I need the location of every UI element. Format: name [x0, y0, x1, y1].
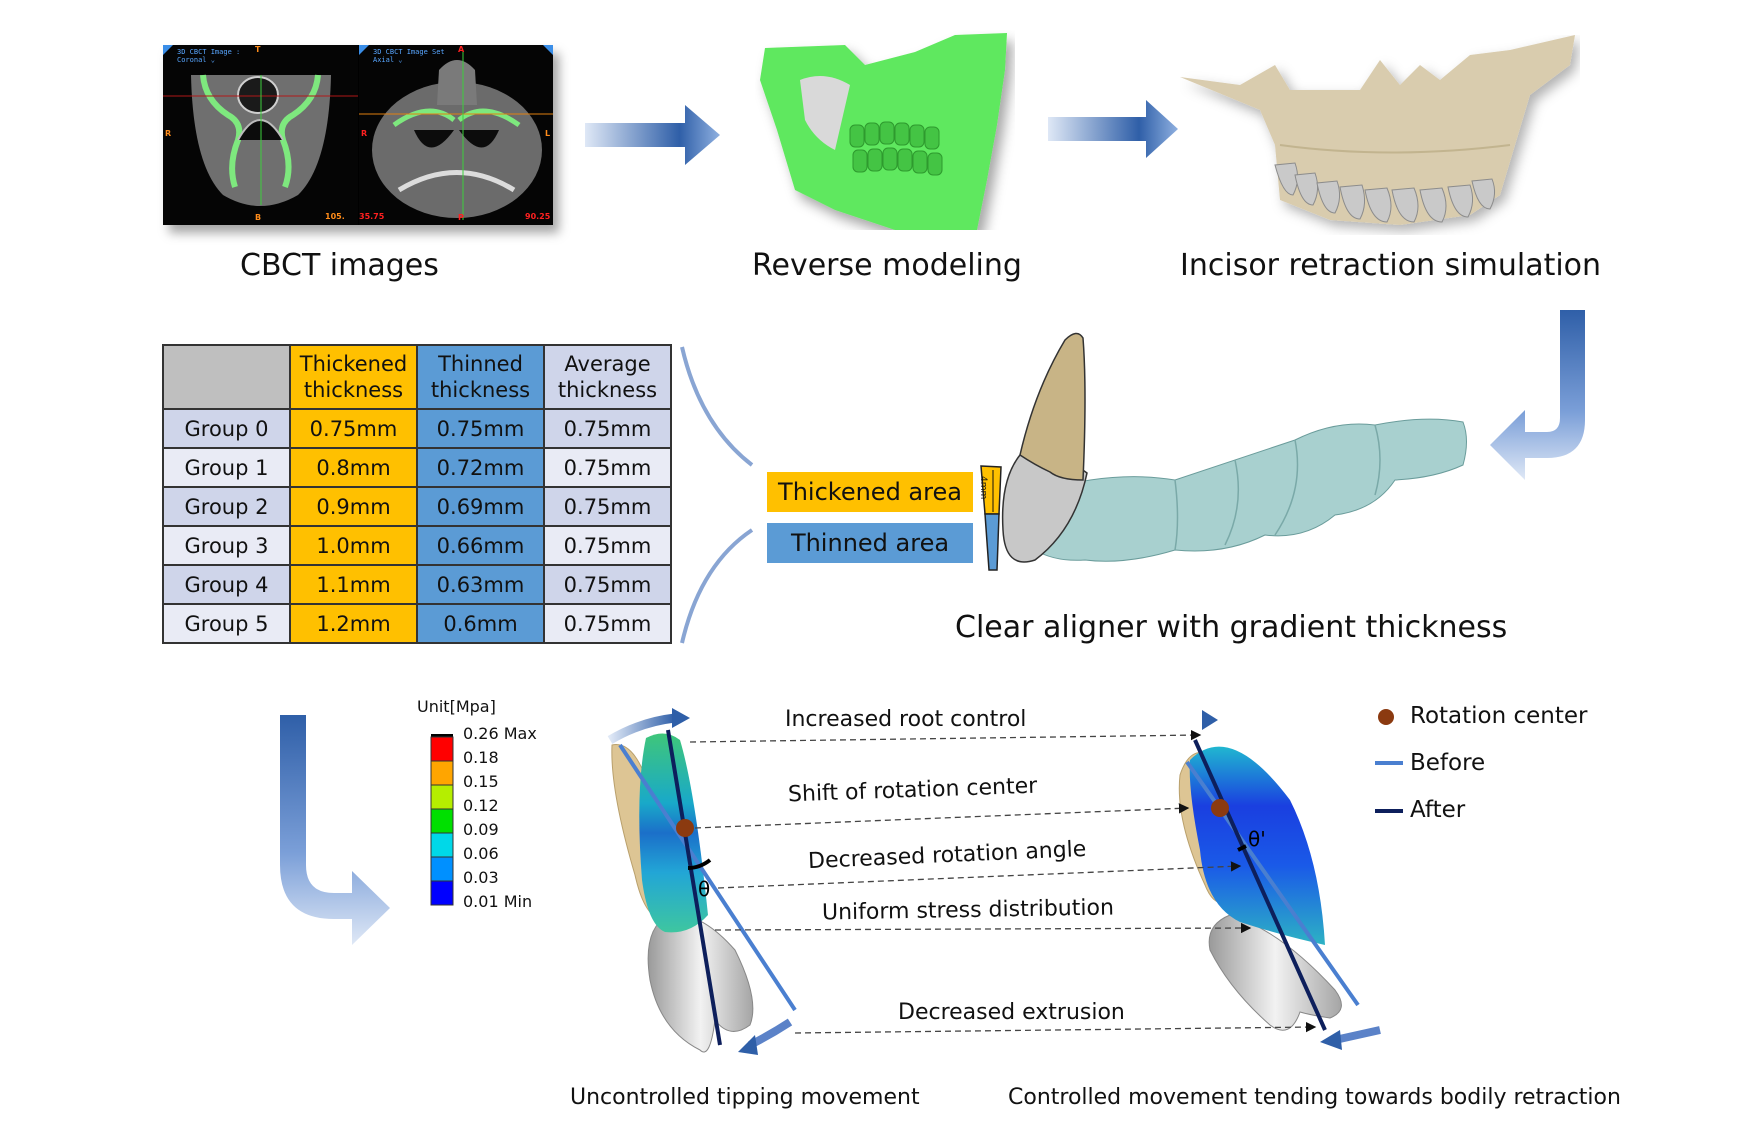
- table-row: Group 2 0.9mm 0.69mm 0.75mm: [162, 486, 672, 527]
- stress-color-segment: [430, 880, 454, 906]
- table-cell: 0.69mm: [416, 486, 545, 527]
- reverse-model-jaw-image: [760, 33, 1007, 230]
- table-cell: Group 0: [162, 408, 291, 449]
- stress-color-segment: [430, 784, 454, 810]
- table-cell: 0.6mm: [416, 603, 545, 644]
- incisor-simulation-caption: Incisor retraction simulation: [1180, 248, 1602, 283]
- table-row: Group 4 1.1mm 0.63mm 0.75mm: [162, 564, 672, 605]
- table-cell: 0.66mm: [416, 525, 545, 566]
- cbct-marker: L: [545, 129, 551, 138]
- table-cell: 0.72mm: [416, 447, 545, 488]
- table-cell: 0.75mm: [289, 408, 418, 449]
- table-cell: 0.75mm: [543, 525, 672, 566]
- stress-level-label: 0.09: [463, 820, 499, 839]
- table-cell: 0.75mm: [543, 564, 672, 605]
- annotation-extrusion: Decreased extrusion: [898, 1000, 1125, 1025]
- table-cell: 0.75mm: [543, 408, 672, 449]
- cbct-right-view[interactable]: Axial: [373, 56, 395, 64]
- table-cell: Group 2: [162, 486, 291, 527]
- table-cell: 0.9mm: [289, 486, 418, 527]
- cbct-marker: T: [255, 45, 261, 54]
- right-tooth-model: [1178, 710, 1381, 1050]
- maxilla-model-image: [1180, 35, 1575, 225]
- table-cell: 1.2mm: [289, 603, 418, 644]
- table-row: Group 0 0.75mm 0.75mm 0.75mm: [162, 408, 672, 449]
- stress-color-segment: [430, 808, 454, 834]
- arrow-right-icon: [1048, 100, 1178, 158]
- cbct-marker: A: [458, 45, 465, 54]
- arrow-right-icon: [585, 105, 720, 165]
- stress-color-segment: [430, 832, 454, 858]
- table-row: Group 1 0.8mm 0.72mm 0.75mm: [162, 447, 672, 488]
- cbct-left-view[interactable]: Coronal: [177, 56, 207, 64]
- arrow-down-right-icon: [280, 715, 390, 945]
- stress-level-label: 0.03: [463, 868, 499, 887]
- stress-level-label: 0.01 Min: [463, 892, 533, 911]
- annotation-root-control: Increased root control: [785, 707, 1027, 732]
- stress-level-label: 0.06: [463, 844, 499, 863]
- table-row: Group 3 1.0mm 0.66mm 0.75mm: [162, 525, 672, 566]
- stress-unit-label: Unit[Mpa]: [417, 697, 496, 716]
- cbct-readout: 90.25: [525, 212, 551, 221]
- stress-color-segment: [430, 736, 454, 762]
- bracket-connector: [680, 346, 754, 644]
- table-cell: 0.75mm: [416, 408, 545, 449]
- table-row: Group 5 1.2mm 0.6mm 0.75mm: [162, 603, 672, 644]
- table-cell: Group 1: [162, 447, 291, 488]
- cbct-caption: CBCT images: [240, 248, 439, 283]
- stress-color-bar: [430, 734, 454, 906]
- left-tooth-model: [607, 708, 797, 1055]
- rotation-center-dot-icon: [1378, 709, 1394, 725]
- cbct-image-panel: 3D CBCT Image :Coronal ⌄ T B R 105. 3D C…: [163, 45, 553, 225]
- thickened-area-badge: Thickened area: [767, 472, 973, 512]
- angle-theta-label: θ: [698, 877, 710, 901]
- stress-level-label: 0.12: [463, 796, 499, 815]
- table-cell: 1.1mm: [289, 564, 418, 605]
- cbct-left-title: 3D CBCT Image :: [177, 48, 241, 56]
- cbct-right-title: 3D CBCT Image Set: [373, 48, 445, 56]
- stress-level-label: 0.15: [463, 772, 499, 791]
- cbct-marker: P: [458, 213, 464, 222]
- table-cell: Group 4: [162, 564, 291, 605]
- legend-after: After: [1410, 797, 1466, 823]
- tooth-comparison-diagram: θ θ': [607, 708, 1381, 1055]
- annotation-stress-distribution: Uniform stress distribution: [821, 895, 1115, 926]
- stress-color-segment: [430, 856, 454, 882]
- stress-color-segment: [430, 760, 454, 786]
- cbct-marker: R: [361, 129, 368, 138]
- cbct-readout: 35.75: [359, 212, 385, 221]
- cbct-readout: 105.: [325, 212, 345, 221]
- thinned-area-badge: Thinned area: [767, 523, 973, 563]
- dimension-label: 4mm: [978, 476, 988, 500]
- arrow-down-left-icon: [1490, 310, 1585, 480]
- legend-before: Before: [1410, 750, 1486, 776]
- cbct-marker: R: [165, 129, 172, 138]
- angle-theta-prime-label: θ': [1248, 827, 1266, 851]
- table-cell: Group 3: [162, 525, 291, 566]
- stress-level-label: 0.18: [463, 748, 499, 767]
- table-cell: 0.75mm: [543, 447, 672, 488]
- table-cell: 0.75mm: [543, 486, 672, 527]
- aligner-model-image: [980, 332, 1467, 571]
- table-cell: 0.75mm: [543, 603, 672, 644]
- left-caption: Uncontrolled tipping movement: [570, 1085, 920, 1110]
- table-cell: 0.8mm: [289, 447, 418, 488]
- table-cell: Group 5: [162, 603, 291, 644]
- table-cell: 1.0mm: [289, 525, 418, 566]
- right-caption: Controlled movement tending towards bodi…: [1008, 1085, 1621, 1110]
- stress-level-label: 0.26 Max: [463, 724, 537, 743]
- table-header-cell: [162, 344, 291, 410]
- cbct-marker: B: [255, 213, 262, 222]
- table-cell: 0.63mm: [416, 564, 545, 605]
- aligner-caption: Clear aligner with gradient thickness: [955, 610, 1508, 645]
- legend-rotation-center: Rotation center: [1410, 703, 1588, 729]
- cbct-coronal-view: 3D CBCT Image :Coronal ⌄ T B R 105.: [163, 45, 358, 225]
- reverse-modeling-caption: Reverse modeling: [752, 248, 1022, 283]
